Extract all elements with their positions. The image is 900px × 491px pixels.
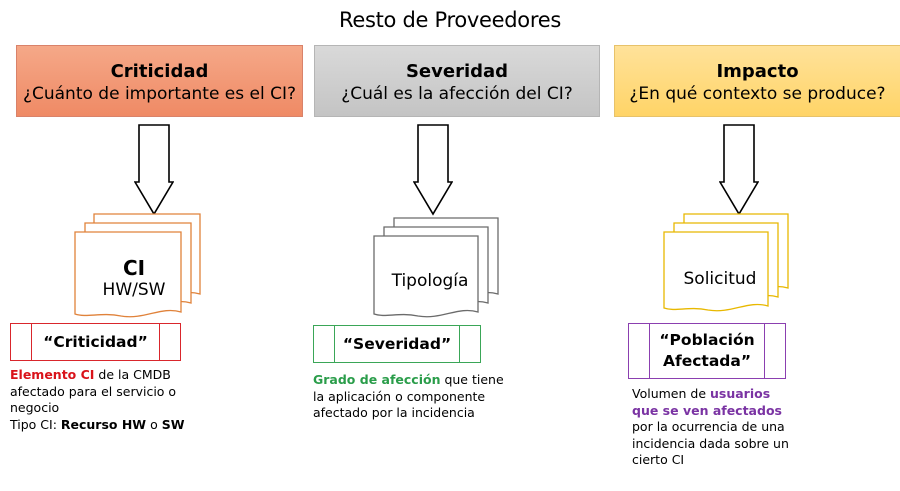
tag-side-left xyxy=(11,324,32,360)
tag-side-right xyxy=(459,326,480,362)
desc-highlight: Grado de afección xyxy=(313,372,441,387)
desc-highlight: usuarios xyxy=(710,386,771,401)
down-arrow-icon xyxy=(719,124,759,216)
tag-side-left xyxy=(314,326,335,362)
header-question: ¿Cuánto de importante es el CI? xyxy=(22,84,297,104)
header-impacto: Impacto ¿En qué contexto se produce? xyxy=(614,45,900,117)
multi-document-icon xyxy=(663,213,789,312)
tag-poblacion-afectada: “Población Afectada” xyxy=(628,323,786,379)
tag-line-2: Afectada” xyxy=(662,352,752,370)
header-question: ¿En qué contexto se produce? xyxy=(629,84,886,104)
doc-label-tipologia: Tipología xyxy=(391,271,469,291)
desc-text: la aplicación o componente xyxy=(313,388,486,404)
header-title: Criticidad xyxy=(110,61,209,82)
doc-label-sub: HW/SW xyxy=(102,280,166,300)
tag-criticidad: “Criticidad” xyxy=(10,323,181,361)
tag-line-1: “Población xyxy=(659,331,755,349)
diagram-title: Resto de Proveedores xyxy=(339,8,561,32)
tag-severidad: “Severidad” xyxy=(313,325,481,363)
tag-text: “Severidad” xyxy=(342,335,452,353)
desc-bold: Recurso HW xyxy=(60,416,147,432)
desc-text: Tipo CI: xyxy=(10,416,61,432)
doc-label-solicitud: Solicitud xyxy=(683,269,757,289)
multi-document-icon xyxy=(74,213,201,318)
header-question: ¿Cuál es la afección del CI? xyxy=(341,84,573,104)
tag-side-right xyxy=(159,324,180,360)
multi-document-icon xyxy=(373,217,499,318)
description-impacto: Volumen de usuarios que se ven afectados… xyxy=(632,386,812,469)
description-severidad: Grado de afección que tiene la aplicació… xyxy=(313,372,518,422)
desc-text: de la CMDB xyxy=(94,367,171,382)
tag-text: “Criticidad” xyxy=(43,333,148,351)
desc-text: o xyxy=(146,416,162,432)
desc-highlight: que se ven afectados xyxy=(632,402,782,418)
tag-side-right xyxy=(764,324,785,378)
desc-text: que tiene xyxy=(440,372,504,387)
desc-highlight: Elemento CI xyxy=(10,367,95,382)
desc-bold: SW xyxy=(161,416,185,432)
description-criticidad: Elemento CI de la CMDB afectado para el … xyxy=(10,367,210,433)
tag-side-left xyxy=(629,324,650,378)
desc-text: afectado para el servicio o xyxy=(10,383,177,399)
doc-label-ci: CI HW/SW xyxy=(75,257,193,301)
header-title: Severidad xyxy=(405,61,509,82)
desc-text: afectado por la incidencia xyxy=(313,405,475,420)
desc-text: cierto CI xyxy=(632,452,685,467)
tag-text: “Población Afectada” xyxy=(649,330,765,372)
desc-text: incidencia dada sobre un xyxy=(632,435,789,451)
header-severidad: Severidad ¿Cuál es la afección del CI? xyxy=(314,45,600,117)
desc-text: Volumen de xyxy=(632,386,710,401)
header-title: Impacto xyxy=(716,61,799,82)
desc-text: por la ocurrencia de una xyxy=(632,419,785,434)
header-criticidad: Criticidad ¿Cuánto de importante es el C… xyxy=(16,45,303,117)
doc-label-main: CI xyxy=(122,256,146,280)
down-arrow-icon xyxy=(413,124,453,216)
down-arrow-icon xyxy=(134,124,174,216)
desc-text: negocio xyxy=(10,400,60,415)
